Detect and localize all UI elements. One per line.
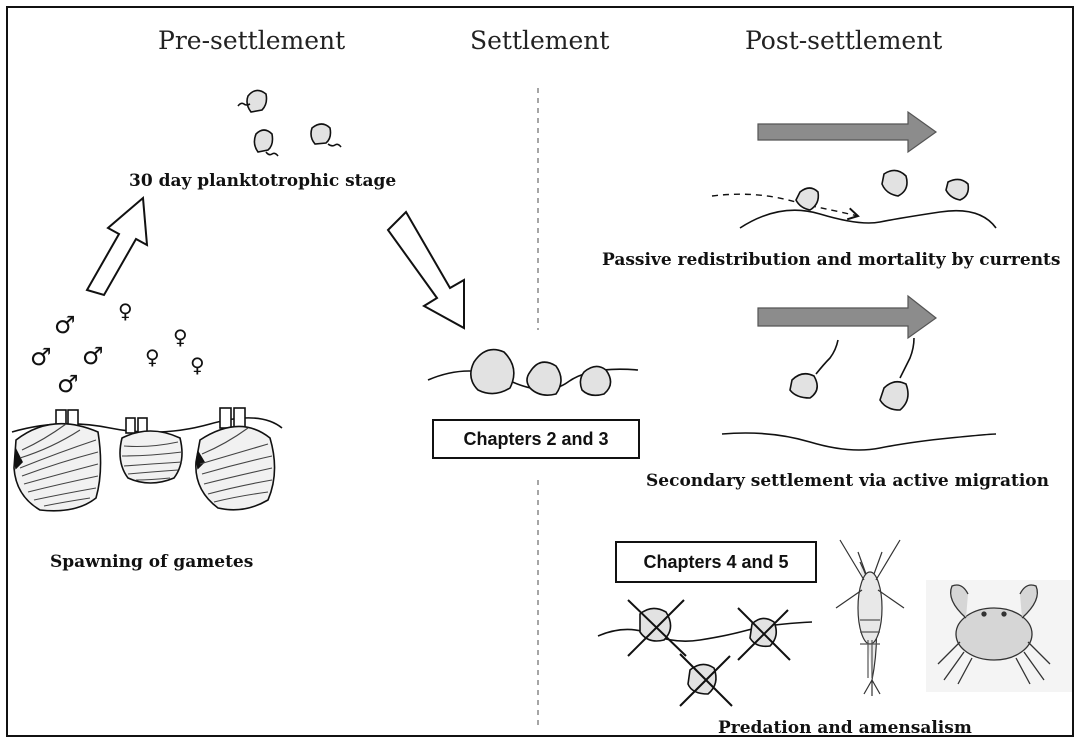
predation-substrate	[597, 621, 813, 642]
crossed-larvae	[627, 599, 791, 707]
caption-planktotrophic-stage: 30 day planktotrophic stage	[129, 171, 397, 191]
crab-predator	[926, 580, 1072, 692]
settled-larvae	[470, 348, 612, 397]
scallop-left	[13, 409, 102, 512]
female-gamete-2: ♀	[173, 325, 188, 349]
passive-seabed	[739, 209, 997, 229]
header-pre-settlement: Pre-settlement	[158, 26, 346, 55]
female-gamete-1: ♀	[118, 299, 133, 323]
chapters-2-3-box: Chapters 2 and 3	[432, 419, 640, 459]
migrating-larvae	[789, 337, 915, 411]
arrow-to-plankton	[85, 195, 149, 297]
male-gamete-1: ♂	[54, 311, 76, 339]
gametes: ♂ ♂ ♂ ♂ ♀ ♀ ♀ ♀	[30, 299, 205, 398]
chapters-4-5-box: Chapters 4 and 5	[615, 541, 817, 583]
secondary-seabed	[721, 432, 997, 451]
header-settlement: Settlement	[470, 26, 610, 55]
scallop-middle	[119, 417, 183, 484]
planktonic-larvae	[237, 89, 342, 157]
shrimp-predator	[835, 539, 905, 696]
arrow-to-settlement	[386, 210, 465, 330]
scallop-right	[195, 407, 276, 511]
female-gamete-4: ♀	[190, 353, 205, 377]
male-gamete-2: ♂	[30, 343, 52, 371]
passive-drift-path	[711, 193, 860, 221]
current-arrow-middle	[757, 294, 938, 340]
male-gamete-3: ♂	[82, 342, 104, 370]
caption-secondary-settlement: Secondary settlement via active migratio…	[646, 471, 1049, 491]
caption-predation: Predation and amensalism	[718, 718, 972, 738]
current-arrow-top	[757, 110, 938, 154]
female-gamete-3: ♀	[145, 345, 160, 369]
header-post-settlement: Post-settlement	[745, 26, 943, 55]
caption-spawning: Spawning of gametes	[50, 552, 254, 572]
male-gamete-4: ♂	[57, 370, 79, 398]
diagram-border	[6, 6, 1074, 737]
caption-passive-redistribution: Passive redistribution and mortality by …	[602, 250, 1061, 270]
drifting-larvae	[795, 169, 970, 211]
